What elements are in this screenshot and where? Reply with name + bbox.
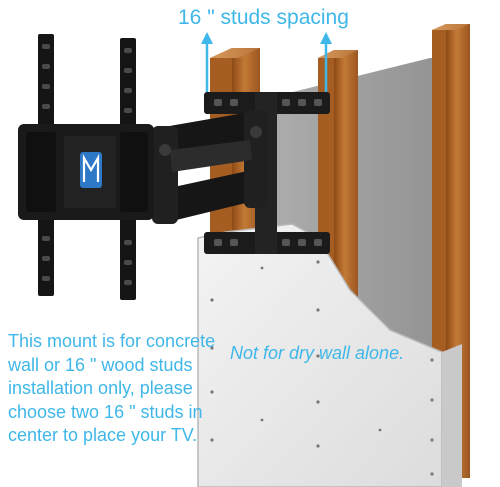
front-drywall-panel (197, 223, 462, 487)
brand-logo-icon (80, 152, 102, 188)
articulating-arms (152, 110, 268, 224)
mount-note-line: center to place your TV. (8, 425, 198, 445)
mount-note-line: choose two 16 " studs in (8, 401, 203, 422)
mount-usage-note: This mount is for concrete wall or 16 " … (8, 330, 220, 448)
drywall-warning-caption: Not for dry wall alone. (230, 343, 405, 363)
studs-spacing-caption: 16 " studs spacing (178, 6, 349, 29)
mount-note-line: wall or 16 " wood studs (8, 354, 193, 375)
mount-note-line: This mount is for concrete (8, 331, 216, 351)
mount-note-line: installation only, please (8, 378, 193, 398)
